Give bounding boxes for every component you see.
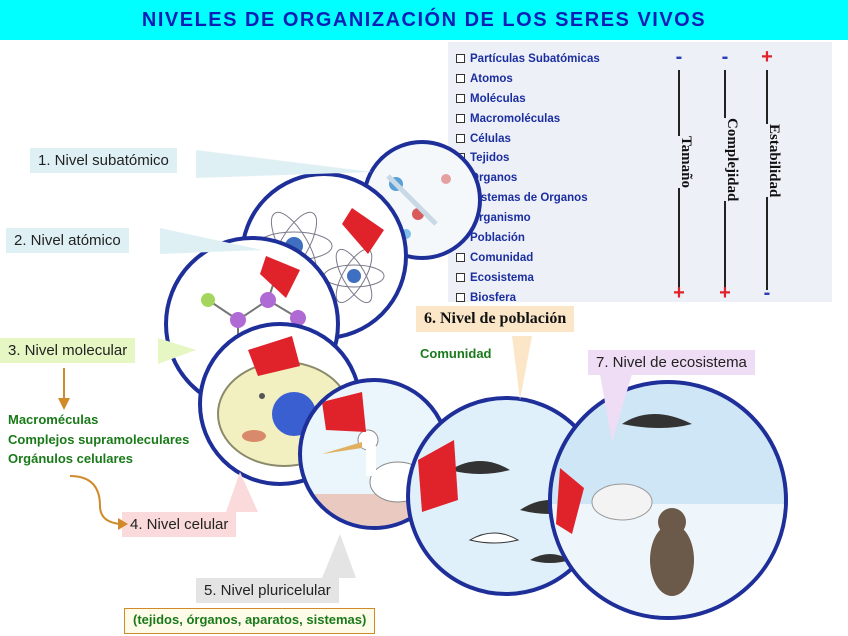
- pluricellular-note: (tejidos, órganos, aparatos, sistemas): [124, 608, 375, 634]
- note-line: Macroméculas: [8, 410, 189, 430]
- note-line: Complejos supramoleculares: [8, 430, 189, 450]
- molecular-notes: Macroméculas Complejos supramoleculares …: [8, 410, 189, 469]
- note-line: Orgánulos celulares: [8, 449, 189, 469]
- community-label: Comunidad: [420, 344, 492, 364]
